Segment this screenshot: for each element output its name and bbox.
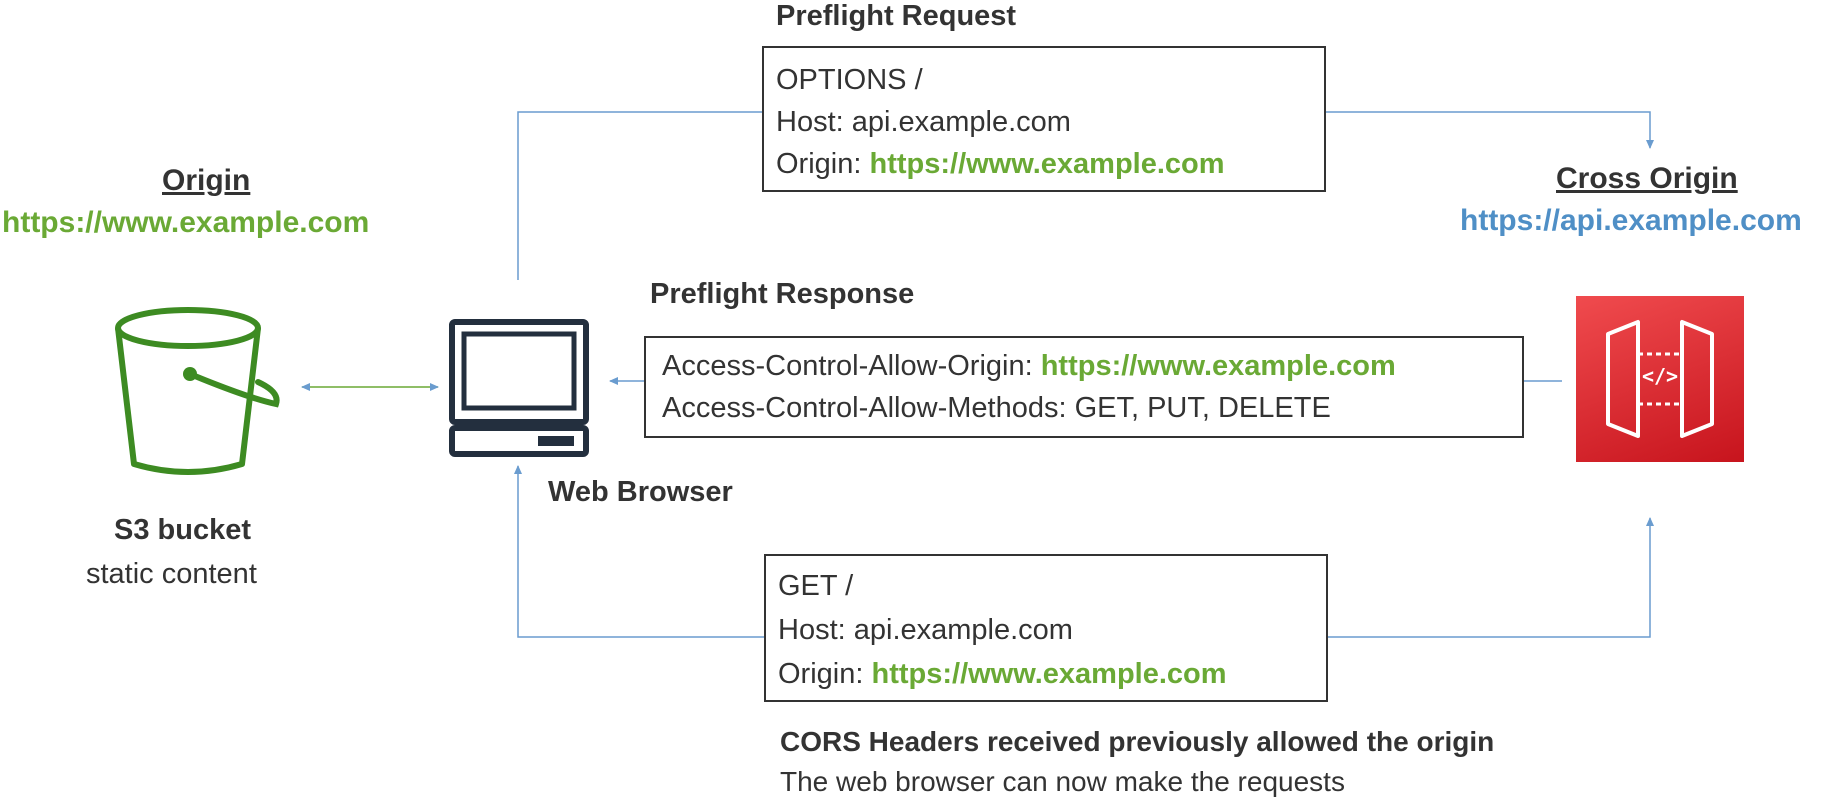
origin-title: Origin — [162, 164, 251, 197]
api-gateway-glyph — [1606, 320, 1714, 438]
bucket-subtitle: static content — [86, 558, 257, 590]
get-request-host: Host: api.example.com — [778, 614, 1073, 646]
preflight-request-method: OPTIONS / — [776, 64, 923, 96]
get-request-box: GET / Host: api.example.com Origin: http… — [764, 554, 1328, 702]
api-gateway-code-label: </> — [1641, 364, 1679, 388]
preflight-request-origin-value: https://www.example.com — [869, 148, 1225, 180]
get-request-line-right — [1326, 517, 1654, 638]
preflight-response-allow-origin: Access-Control-Allow-Origin: https://www… — [662, 352, 1396, 381]
get-request-origin-label: Origin: — [778, 658, 872, 690]
get-request-method: GET / — [778, 570, 854, 602]
allow-origin-value: https://www.example.com — [1040, 350, 1396, 382]
cross-origin-title: Cross Origin — [1556, 162, 1738, 195]
footer-note: The web browser can now make the request… — [780, 766, 1345, 797]
web-browser-icon — [449, 319, 589, 457]
footer-title: CORS Headers received previously allowed… — [780, 726, 1495, 757]
preflight-request-arrow — [1324, 111, 1654, 149]
get-request-origin-line: Origin: https://www.example.com — [778, 660, 1227, 689]
preflight-request-origin-label: Origin: — [776, 148, 870, 180]
s3-bucket-icon — [115, 307, 280, 475]
preflight-request-origin-line: Origin: https://www.example.com — [776, 150, 1225, 179]
api-gateway-icon: </> — [1576, 296, 1744, 462]
preflight-response-title: Preflight Response — [650, 278, 915, 310]
preflight-response-allow-methods: Access-Control-Allow-Methods: GET, PUT, … — [662, 392, 1331, 424]
bucket-title: S3 bucket — [114, 514, 251, 546]
browser-label: Web Browser — [548, 476, 733, 508]
origin-url: https://www.example.com — [2, 206, 370, 239]
preflight-request-line — [517, 111, 762, 280]
allow-origin-label: Access-Control-Allow-Origin: — [662, 350, 1041, 382]
cross-origin-url: https://api.example.com — [1460, 204, 1802, 237]
get-request-line-left — [514, 465, 764, 638]
preflight-request-host: Host: api.example.com — [776, 106, 1071, 138]
preflight-response-box: Access-Control-Allow-Origin: https://www… — [644, 336, 1524, 438]
preflight-request-box: OPTIONS / Host: api.example.com Origin: … — [762, 46, 1326, 192]
preflight-request-title: Preflight Request — [776, 0, 1017, 32]
get-request-origin-value: https://www.example.com — [871, 658, 1227, 690]
